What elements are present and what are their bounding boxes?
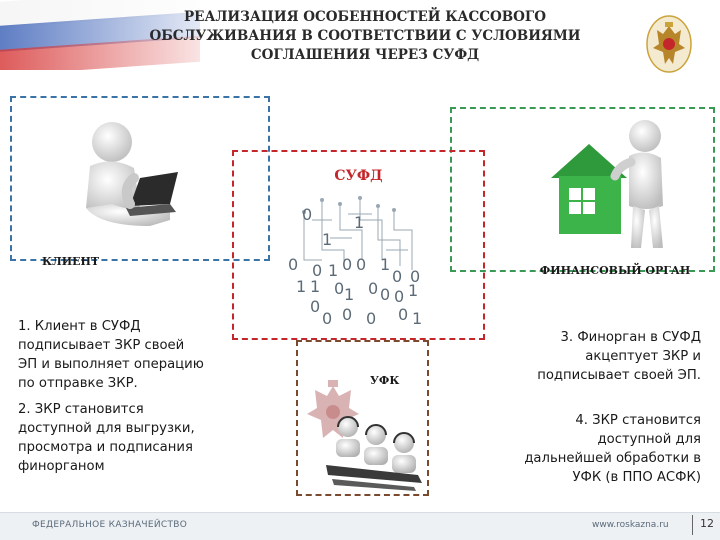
ufk-zone-frame: [296, 340, 429, 496]
binary-digit: 1: [412, 309, 422, 328]
binary-digit: 0: [322, 309, 332, 328]
binary-digit: 1: [322, 230, 332, 249]
binary-digit: 0: [368, 279, 378, 298]
binary-digit: 1: [344, 285, 354, 304]
binary-digit: 0: [366, 309, 376, 328]
binary-digit: 0: [380, 285, 390, 304]
footer-bar: [0, 512, 720, 540]
finorgan-label: ФИНАНСОВЫЙ ОРГАН: [539, 264, 691, 277]
binary-digit: 0: [302, 205, 312, 224]
binary-digit: 1: [380, 255, 390, 274]
binary-digit: 1: [328, 261, 338, 280]
binary-digit: 0: [310, 297, 320, 316]
treasury-emblem-icon: [646, 15, 692, 73]
footer-website-link[interactable]: www.roskazna.ru: [592, 520, 669, 530]
binary-digit: 0: [392, 267, 402, 286]
step-3-text: 3. Финорган в СУФД акцептует ЗКР и подпи…: [537, 330, 701, 383]
binary-digit: 1: [408, 281, 418, 300]
page-number: 12: [700, 517, 714, 530]
footer-organization: ФЕДЕРАЛЬНОЕ КАЗНАЧЕЙСТВО: [32, 520, 188, 530]
binary-digit: 1: [354, 213, 364, 232]
call-center-operators-icon: [326, 416, 422, 491]
client-zone-frame: [10, 96, 270, 261]
step-4-text: 4. ЗКР становится доступной для дальнейш…: [524, 413, 701, 485]
page-number-divider: [692, 515, 693, 535]
sufd-zone-frame: [232, 150, 485, 340]
ufk-label: УФК: [370, 374, 400, 387]
client-laptop-figure-icon: [86, 122, 178, 226]
binary-digit: 1: [310, 277, 320, 296]
binary-digit: 0: [398, 305, 408, 324]
binary-digit: 0: [342, 305, 352, 324]
binary-digit: 1: [296, 277, 306, 296]
binary-digit: 0: [312, 261, 322, 280]
double-headed-eagle-icon: [307, 380, 359, 438]
binary-digit: 0: [334, 279, 344, 298]
binary-digit: 0: [394, 287, 404, 306]
binary-digit: 0: [288, 255, 298, 274]
finorgan-house-figure-icon: [551, 120, 663, 248]
finorgan-zone-frame: [450, 107, 715, 272]
binary-digit: 0: [356, 255, 366, 274]
step-2-text: 2. ЗКР становится доступной для выгрузки…: [18, 402, 195, 474]
slide-title: РЕАЛИЗАЦИЯ ОСОБЕННОСТЕЙ КАССОВОГО ОБСЛУЖ…: [149, 9, 581, 63]
step-1-text: 1. Клиент в СУФД подписывает ЗКР своей Э…: [18, 319, 204, 391]
client-label: КЛИЕНТ: [42, 255, 100, 268]
sufd-label: СУФД: [334, 168, 383, 184]
binary-digit: 0: [410, 267, 420, 286]
binary-digit: 0: [342, 255, 352, 274]
